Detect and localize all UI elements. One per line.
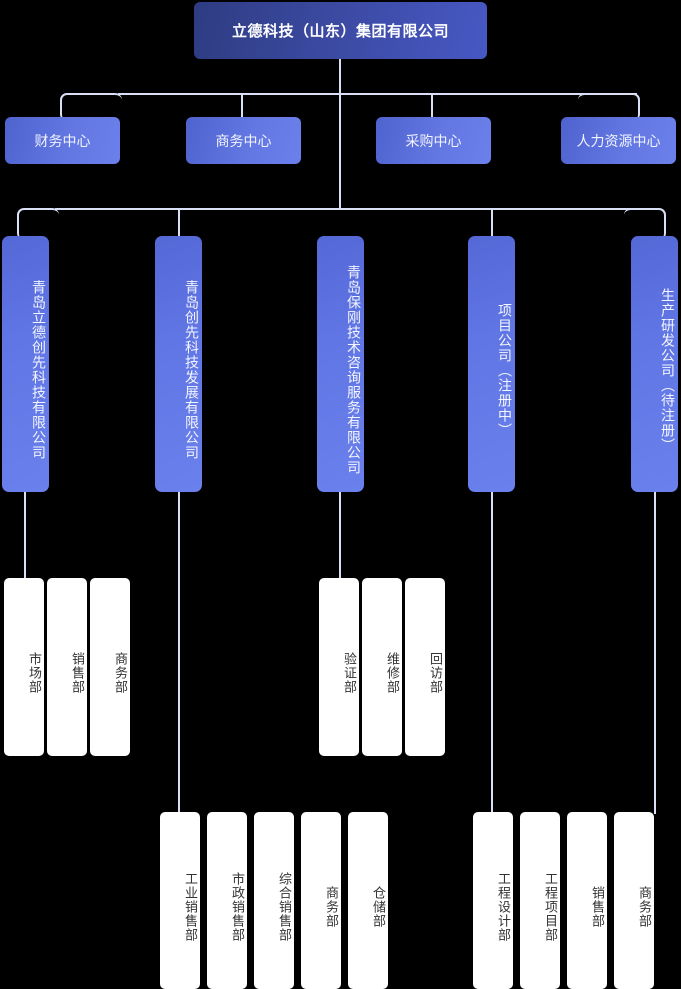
org-node-subsidiary-baogang[interactable]: 青岛保刚技术咨询服务有限公司 [317,236,364,492]
connector-dept-drop-chuangxianfazhan [178,492,180,814]
org-node-dept-maintenance[interactable]: 维修部 [362,578,402,756]
org-node-subsidiary-production-label: 生产研发公司（待注册） [660,287,676,453]
connector-center-drop-2 [241,93,243,119]
connector-sub-drop-2 [178,208,180,238]
org-node-subsidiary-lidechuangxian-label: 青岛立德创先科技有限公司 [31,280,47,460]
org-node-center-finance-label: 财务中心 [34,132,91,149]
org-node-dept-market[interactable]: 市场部 [4,578,44,756]
org-node-dept-engineering-design-label: 工程设计部 [496,871,511,942]
org-node-dept-business-a[interactable]: 商务部 [90,578,130,756]
org-node-dept-municipal-sales-label: 市政销售部 [230,871,245,942]
org-node-dept-business-a-label: 商务部 [113,652,128,694]
connector-dept-drop-project [491,492,493,814]
org-node-dept-industrial-sales[interactable]: 工业销售部 [160,812,200,989]
org-node-dept-general-sales-label: 综合销售部 [277,871,292,942]
org-node-dept-followup-label: 回访部 [428,652,443,694]
org-node-dept-maintenance-label: 维修部 [385,652,400,694]
org-node-center-business-label: 商务中心 [215,132,272,149]
connector-dept-drop-production [654,492,656,814]
org-node-dept-general-sales[interactable]: 综合销售部 [254,812,294,989]
org-node-dept-sales-b-label: 销售部 [590,885,605,928]
connector-dept-drop-baogang [339,492,341,580]
org-node-center-finance[interactable]: 财务中心 [5,117,120,164]
org-node-subsidiary-lidechuangxian[interactable]: 青岛立德创先科技有限公司 [2,236,49,492]
connector-sub-bus [55,208,643,210]
org-node-subsidiary-project[interactable]: 项目公司（注册中） [468,236,515,492]
org-node-center-hr-label: 人力资源中心 [576,132,661,149]
org-node-dept-verification[interactable]: 验证部 [319,578,359,756]
connector-center-elbow-left [60,93,122,121]
org-node-dept-engineering-project-label: 工程项目部 [543,871,558,942]
org-node-dept-business-c-label: 商务部 [637,885,652,928]
org-node-dept-warehouse[interactable]: 仓储部 [348,812,388,989]
connector-sub-elbow-right [624,208,666,240]
org-node-subsidiary-production[interactable]: 生产研发公司（待注册） [631,236,678,492]
connector-dept-drop-lidechuangxian [24,492,26,580]
org-node-dept-business-b-label: 商务部 [324,885,339,928]
connector-sub-elbow-left [17,208,59,240]
org-node-dept-engineering-project[interactable]: 工程项目部 [520,812,560,989]
org-node-center-procurement[interactable]: 采购中心 [376,117,491,164]
org-node-center-business[interactable]: 商务中心 [186,117,301,164]
org-node-dept-followup[interactable]: 回访部 [405,578,445,756]
org-node-dept-business-c[interactable]: 商务部 [614,812,654,989]
org-node-dept-warehouse-label: 仓储部 [371,885,386,928]
connector-sub-drop-4 [491,208,493,238]
connector-center-bus [118,93,637,95]
org-node-subsidiary-project-label: 项目公司（注册中） [497,302,513,438]
org-node-dept-business-b[interactable]: 商务部 [301,812,341,989]
org-node-dept-sales-a[interactable]: 销售部 [47,578,87,756]
connector-center-drop-3 [431,93,433,119]
org-node-subsidiary-chuangxianfazhan-label: 青岛创先科技发展有限公司 [184,280,200,460]
org-node-dept-market-label: 市场部 [27,652,42,694]
org-node-dept-municipal-sales[interactable]: 市政销售部 [207,812,247,989]
org-node-dept-engineering-design[interactable]: 工程设计部 [473,812,513,989]
org-node-root-label: 立德科技（山东）集团有限公司 [231,23,449,40]
org-node-dept-sales-b[interactable]: 销售部 [567,812,607,989]
org-node-subsidiary-chuangxianfazhan[interactable]: 青岛创先科技发展有限公司 [155,236,202,492]
org-node-dept-sales-a-label: 销售部 [70,652,85,694]
org-node-center-hr[interactable]: 人力资源中心 [561,117,676,164]
connector-root-trunk [339,59,341,208]
org-node-root[interactable]: 立德科技（山东）集团有限公司 [194,2,487,59]
org-node-center-procurement-label: 采购中心 [405,132,462,149]
org-node-dept-verification-label: 验证部 [342,652,357,694]
org-node-dept-industrial-sales-label: 工业销售部 [183,871,198,942]
connector-center-elbow-right [578,93,640,121]
org-node-subsidiary-baogang-label: 青岛保刚技术咨询服务有限公司 [346,265,362,475]
